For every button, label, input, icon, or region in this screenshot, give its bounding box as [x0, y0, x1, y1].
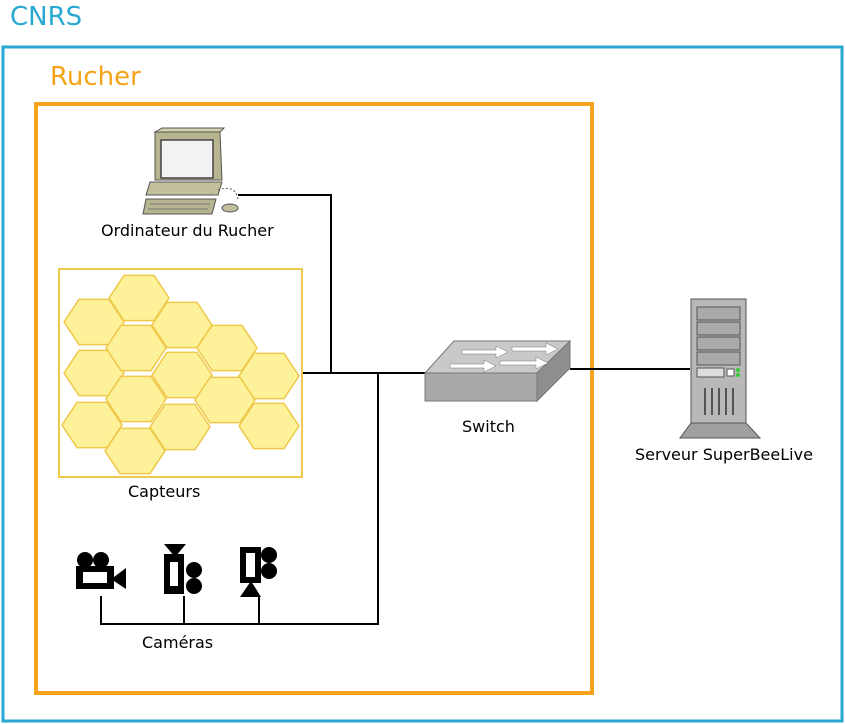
video-camera-icon: [76, 552, 126, 589]
computer-label: Ordinateur du Rucher: [101, 221, 274, 240]
network-switch-icon: [423, 339, 572, 403]
video-camera-icon: [240, 547, 277, 597]
switch-label: Switch: [462, 417, 515, 436]
honeycomb-cell: [105, 375, 167, 423]
rucher-boundary: [34, 102, 594, 695]
video-camera-icon: [164, 544, 202, 594]
honeycomb-cell: [108, 274, 170, 322]
cnrs-label: CNRS: [10, 2, 83, 32]
link-cameras-switch: [100, 373, 379, 625]
honeycomb-cell: [194, 376, 256, 424]
honeycomb-cell: [105, 324, 167, 372]
rucher-label: Rucher: [50, 62, 141, 92]
honeycomb-cell: [238, 352, 300, 400]
cnrs-boundary: [1, 45, 844, 723]
honeycomb-icon: [58, 268, 303, 478]
honeycomb-cell: [238, 402, 300, 450]
desktop-computer-icon: [142, 127, 239, 215]
honeycomb-cell: [149, 403, 211, 451]
server-label: Serveur SuperBeeLive: [635, 445, 813, 464]
connections: [100, 194, 690, 625]
cameras-label: Caméras: [142, 633, 214, 652]
sensors-label: Capteurs: [128, 482, 201, 501]
honeycomb-cell: [104, 427, 166, 475]
tower-server-icon: [679, 298, 762, 439]
